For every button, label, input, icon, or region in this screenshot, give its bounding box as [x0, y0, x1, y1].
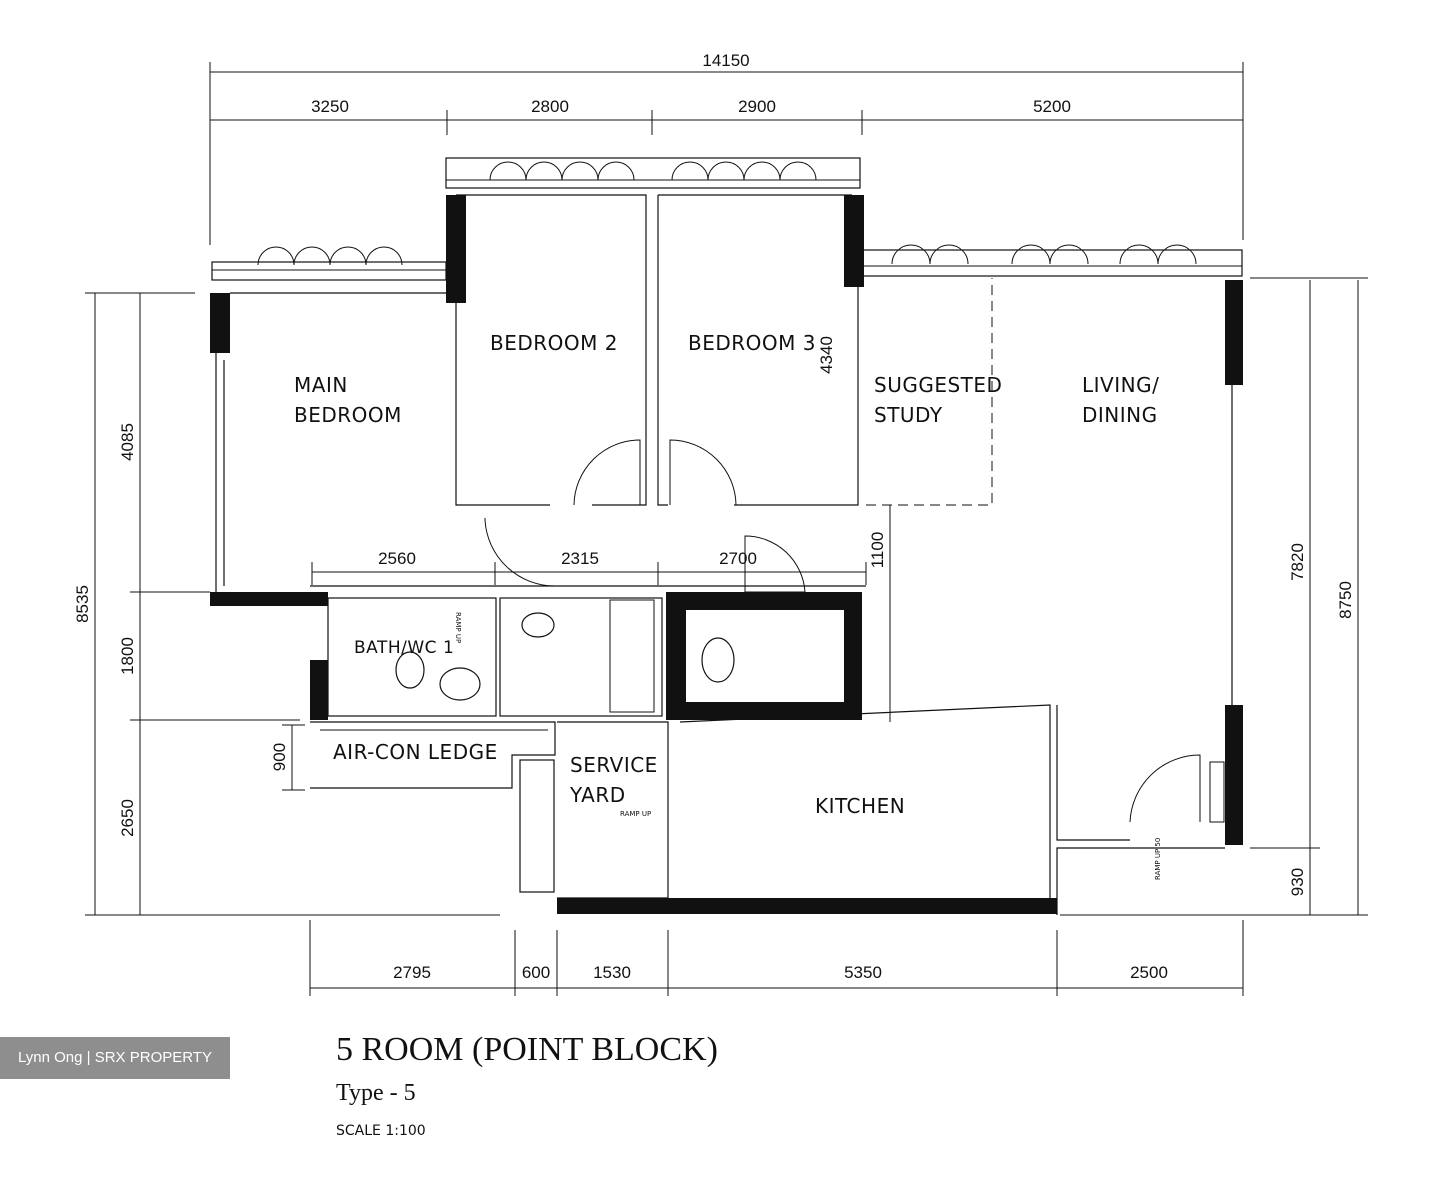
plan-title: 5 ROOM (POINT BLOCK) — [336, 1031, 718, 1068]
label-main-bedroom-1: MAIN — [294, 373, 348, 397]
dim-bottom-4: 5350 — [844, 963, 882, 982]
dim-top-4: 5200 — [1033, 97, 1071, 116]
dim-mid-1: 2560 — [378, 549, 416, 568]
dim-top-2: 2800 — [531, 97, 569, 116]
label-kitchen: KITCHEN — [815, 794, 905, 818]
label-ramp-yard: RAMP UP — [620, 810, 651, 818]
dim-bottom-2: 600 — [522, 963, 550, 982]
label-bath: BATH/WC 1 — [354, 638, 454, 658]
dim-left-1: 4085 — [118, 423, 137, 461]
label-service-yard-1: SERVICE — [570, 753, 658, 777]
label-aircon-ledge: AIR-CON LEDGE — [333, 740, 498, 764]
dim-corridor: 1100 — [868, 532, 887, 569]
middle-dimensions: 2560 2315 2700 1100 — [311, 505, 891, 722]
label-living-2: DINING — [1082, 403, 1158, 427]
window-ledges — [211, 157, 1243, 281]
structural-walls — [210, 195, 1243, 914]
dim-right-bottom: 930 — [1288, 868, 1307, 896]
label-bedroom-2: BEDROOM 2 — [490, 331, 618, 355]
dim-left-2: 1800 — [118, 637, 137, 675]
dim-bottom-5: 2500 — [1130, 963, 1168, 982]
dim-overall-width: 14150 — [702, 51, 749, 70]
dim-left-overall: 8535 — [73, 585, 92, 623]
room-labels: MAIN BEDROOM BEDROOM 2 BEDROOM 3 4340 SU… — [294, 331, 1162, 880]
dim-left-3: 2650 — [118, 799, 137, 837]
label-study-1: SUGGESTED — [874, 373, 1002, 397]
label-main-bedroom-2: BEDROOM — [294, 403, 402, 427]
label-ramp-bath: RAMP UP — [454, 612, 462, 643]
dim-right-main: 7820 — [1288, 543, 1307, 581]
label-service-yard-2: YARD — [569, 783, 626, 807]
dim-ledge: 900 — [270, 743, 289, 771]
label-bedroom-3: BEDROOM 3 — [688, 331, 816, 355]
dim-bottom-3: 1530 — [593, 963, 631, 982]
bottom-dimensions: 2795 600 1530 5350 2500 — [309, 920, 1244, 996]
top-dimensions: 14150 3250 2800 2900 5200 — [209, 51, 1244, 245]
fixtures — [395, 599, 735, 713]
doors — [484, 439, 1225, 823]
title-block: 5 ROOM (POINT BLOCK) Type - 5 SCALE 1:10… — [336, 1031, 718, 1139]
dim-right-overall: 8750 — [1336, 581, 1355, 619]
dim-bottom-1: 2795 — [393, 963, 431, 982]
label-ramp-entry: RAMP UP 50 — [1154, 838, 1162, 880]
right-dimensions: 7820 8750 930 — [1060, 277, 1368, 916]
dim-mid-3: 2700 — [719, 549, 757, 568]
room-outlines — [215, 194, 1233, 915]
plan-type: Type - 5 — [336, 1080, 416, 1106]
left-dimensions: 8535 4085 1800 2650 900 — [73, 292, 500, 916]
plan-scale: SCALE 1:100 — [336, 1123, 426, 1139]
dim-top-3: 2900 — [738, 97, 776, 116]
dim-mid-2: 2315 — [561, 549, 599, 568]
label-living-1: LIVING/ — [1082, 373, 1159, 397]
label-study-2: STUDY — [874, 403, 943, 427]
dim-top-1: 3250 — [311, 97, 349, 116]
dim-bedroom3-depth: 4340 — [817, 336, 836, 374]
watermark-badge: Lynn Ong | SRX PROPERTY — [0, 1037, 230, 1079]
